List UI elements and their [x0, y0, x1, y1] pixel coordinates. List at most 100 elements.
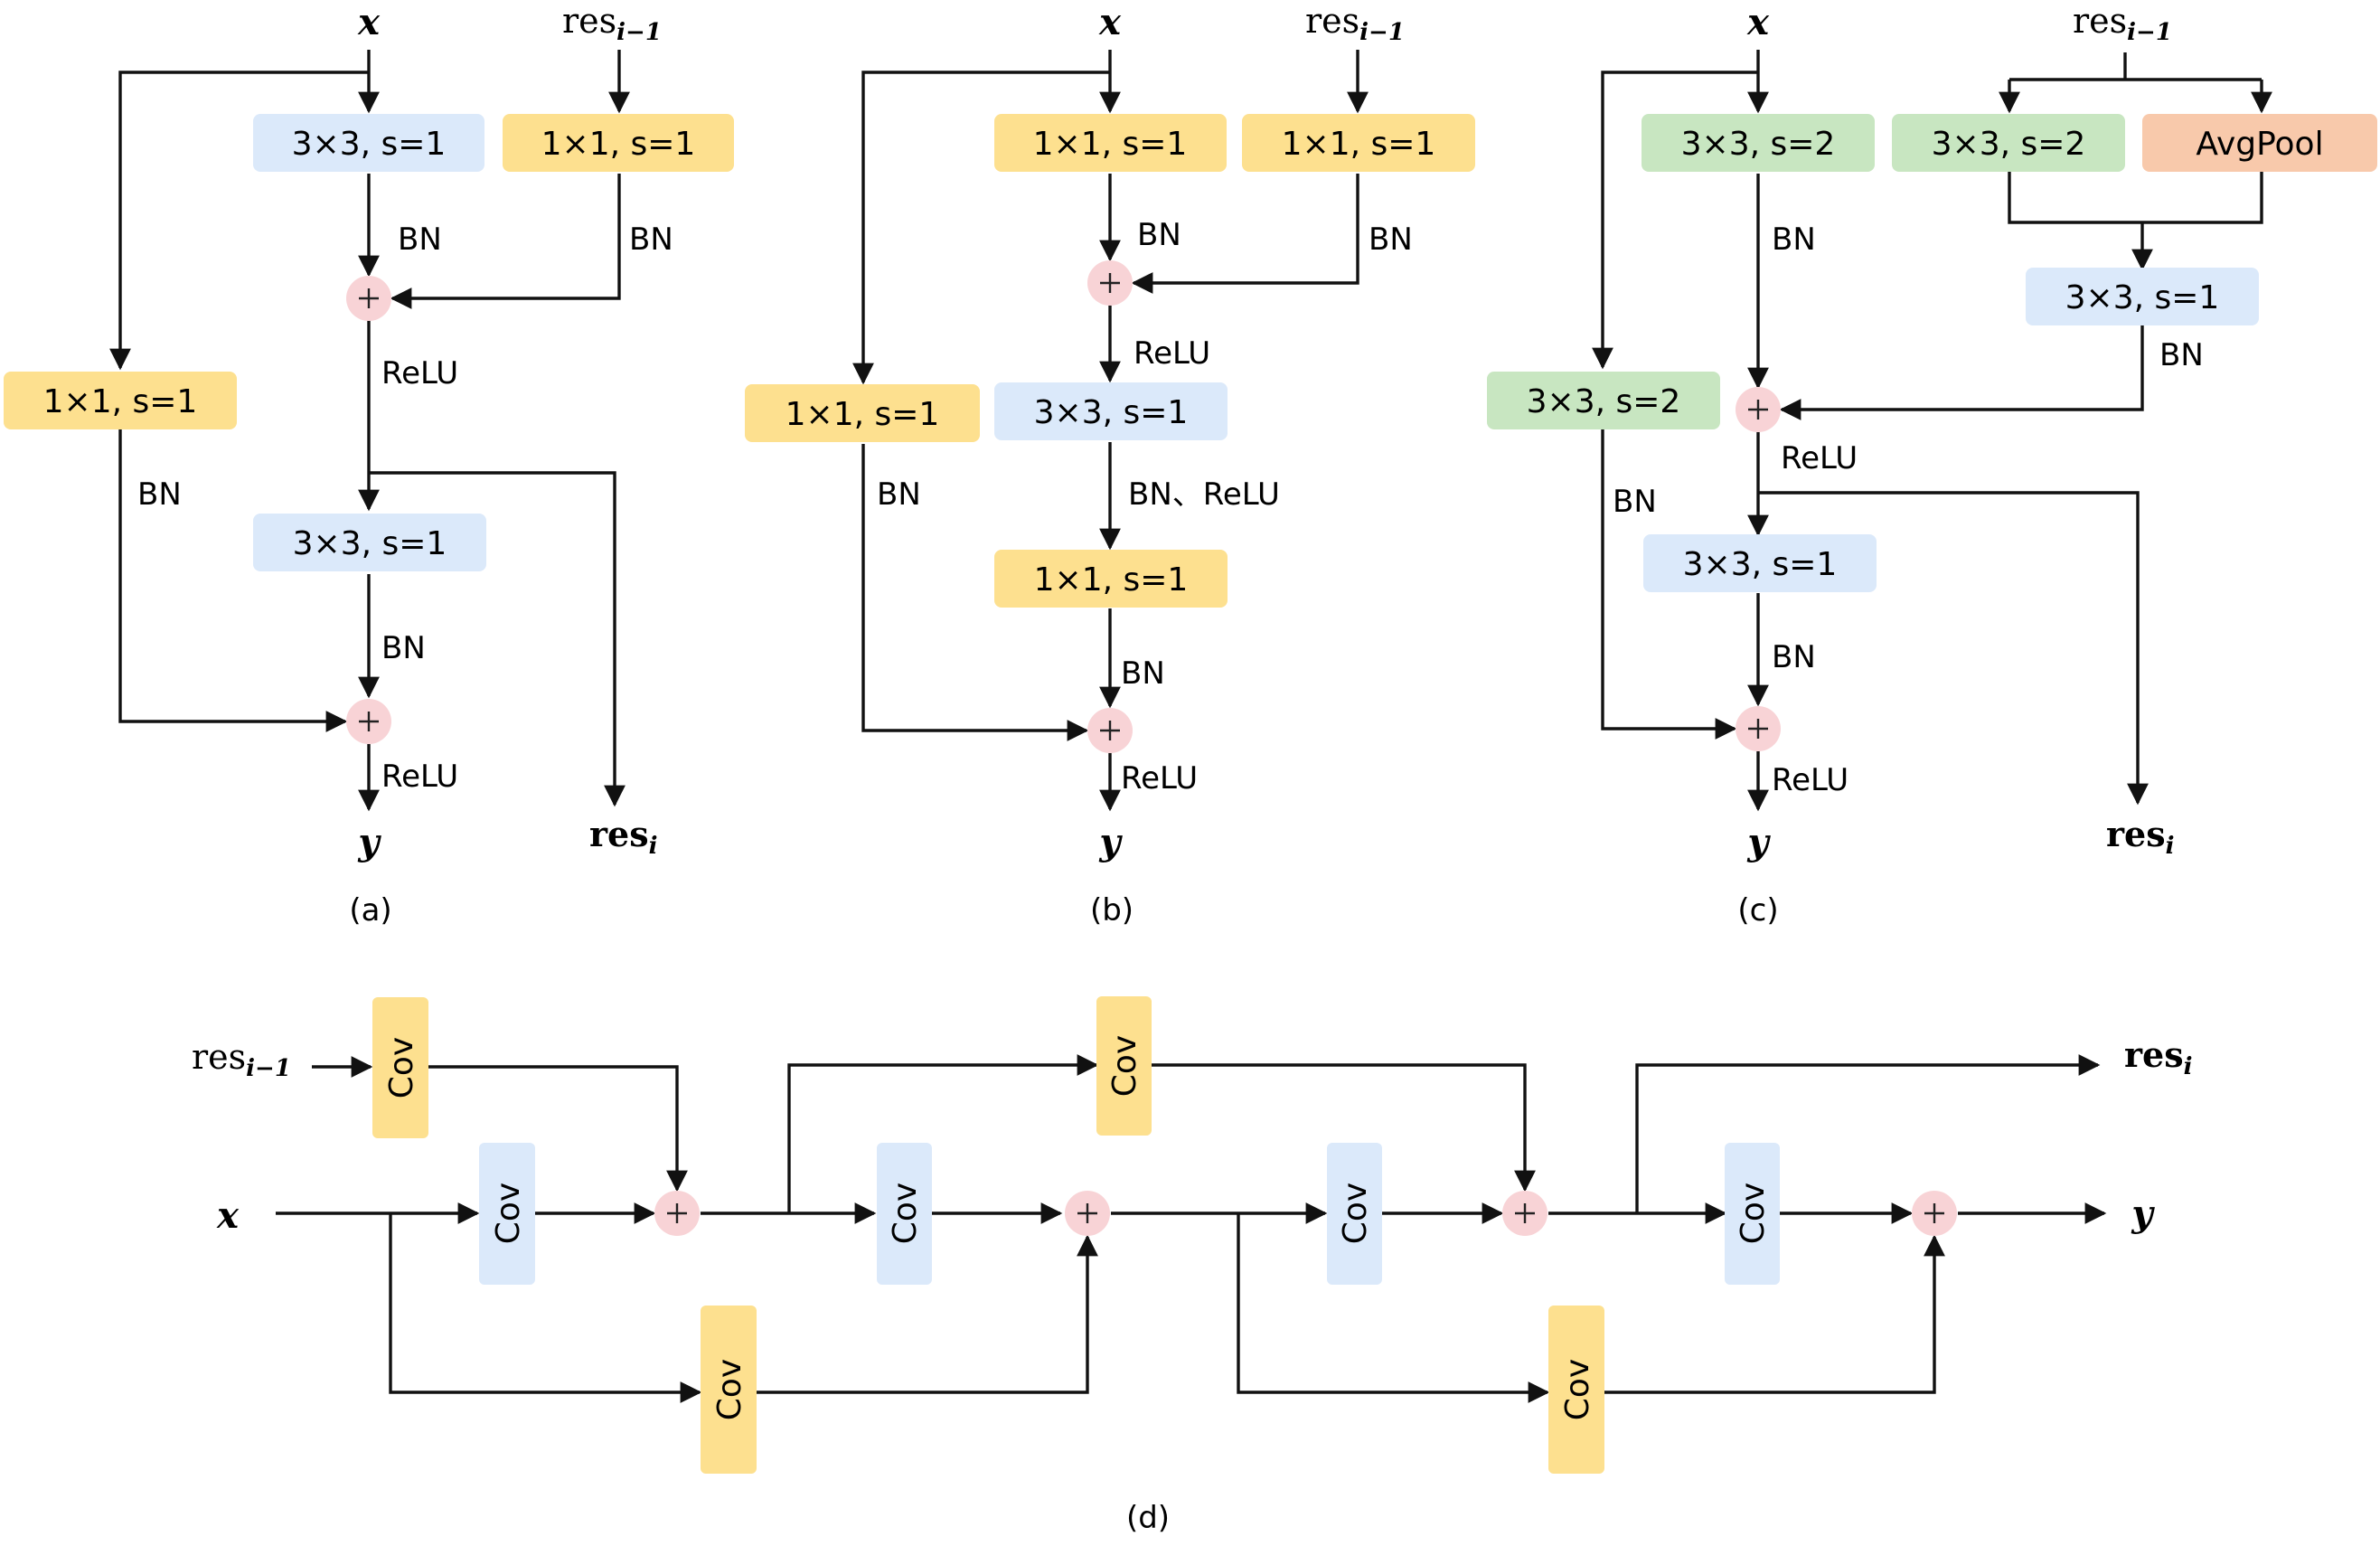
- b-conv1x1-bottom-box: [994, 550, 1228, 608]
- a-conv3x3-bottom-label: 3×3, s=1: [293, 525, 447, 562]
- plus-icon: [1748, 400, 1768, 419]
- a-conv1x1-res-box: [503, 114, 734, 172]
- c-res-prev: resi−1: [2073, 1, 2172, 46]
- a-adder-1: [346, 276, 391, 321]
- b-conv1x1-bottom-label: 1×1, s=1: [1034, 561, 1189, 599]
- plus-icon: [359, 712, 379, 731]
- c-conv3x3s2-res-box: [1892, 114, 2125, 172]
- panel-d: Cov Cov Cov Cov Cov Cov Cov Cov: [192, 996, 2192, 1536]
- a-output-y: y: [357, 821, 381, 863]
- d-cov-shortcut-1: Cov: [701, 1306, 757, 1474]
- b-bn-relu: BN、ReLU: [1128, 476, 1280, 513]
- b-relu-2: ReLU: [1121, 760, 1198, 797]
- plus-icon: [1924, 1203, 1944, 1223]
- d-cov-main-4-box: [1725, 1143, 1780, 1285]
- d-cov-main-4: Cov: [1725, 1143, 1780, 1285]
- d-cov-main-2: Cov: [877, 1143, 932, 1285]
- d-cov-shortcut-2: Cov: [1548, 1306, 1604, 1474]
- d-cov-main-2-box: [877, 1143, 932, 1285]
- b-adder-2: [1087, 708, 1133, 753]
- b-conv3x3-mid-box: [994, 382, 1228, 440]
- b-conv1x1-res-label: 1×1, s=1: [1282, 126, 1436, 163]
- a-conv3x3-bottom-box: [253, 514, 486, 571]
- d-cov-res-1-box: [1096, 996, 1152, 1136]
- a-conv3x3-bottom: 3×3, s=1: [253, 514, 486, 571]
- b-conv1x1-res: 1×1, s=1: [1242, 114, 1475, 172]
- d-cov-main-4-label: Cov: [1735, 1183, 1772, 1244]
- c-bn-shortcut: BN: [1613, 484, 1657, 520]
- caption-a: (a): [349, 892, 391, 929]
- d-cov-res-in: Cov: [372, 997, 428, 1138]
- c-conv3x3s1-main: 3×3, s=1: [1643, 534, 1877, 592]
- c-adder-2: [1736, 706, 1781, 751]
- d-cov-main-1-label: Cov: [490, 1183, 527, 1244]
- a-relu-2: ReLU: [381, 759, 458, 795]
- b-adder-1: [1087, 260, 1133, 306]
- a-res-next: resi: [589, 814, 657, 860]
- plus-icon: [667, 1203, 687, 1223]
- panel-b: 1×1, s=1 1×1, s=1 1×1, s=1 3×3, s=1 1×1,…: [745, 1, 1475, 929]
- d-output-y: y: [2131, 1192, 2155, 1235]
- d-cov-shortcut-1-box: [701, 1306, 757, 1474]
- c-conv3x3s2-shortcut-box: [1487, 372, 1720, 429]
- d-cov-main-2-label: Cov: [887, 1183, 924, 1244]
- c-conv3x3s1-res: 3×3, s=1: [2026, 268, 2259, 325]
- d-cov-main-3: Cov: [1327, 1143, 1382, 1285]
- d-adder-3: [1502, 1191, 1547, 1236]
- d-cov-shortcut-1-label: Cov: [711, 1359, 748, 1420]
- c-res-next: resi: [2106, 814, 2174, 860]
- b-conv1x1-shortcut-label: 1×1, s=1: [785, 396, 940, 433]
- b-conv1x1-top: 1×1, s=1: [994, 114, 1227, 172]
- b-conv3x3-mid-label: 3×3, s=1: [1034, 394, 1189, 431]
- a-res-prev: resi−1: [562, 1, 662, 46]
- a-conv1x1-shortcut: 1×1, s=1: [4, 372, 237, 429]
- plus-icon: [1515, 1203, 1535, 1223]
- d-cov-res-1-label: Cov: [1106, 1035, 1143, 1097]
- a-conv1x1-shortcut-box: [4, 372, 237, 429]
- c-relu-2: ReLU: [1772, 762, 1848, 798]
- b-conv1x1-top-box: [994, 114, 1227, 172]
- plus-icon: [1100, 721, 1120, 740]
- caption-d: (d): [1126, 1500, 1170, 1536]
- c-bn-res: BN: [2159, 337, 2204, 373]
- d-adder-4: [1912, 1191, 1957, 1236]
- a-input-x: x: [357, 1, 381, 43]
- b-relu-1: ReLU: [1134, 335, 1210, 372]
- b-output-y: y: [1098, 821, 1123, 863]
- b-conv1x1-bottom: 1×1, s=1: [994, 550, 1228, 608]
- c-conv3x3s1-main-label: 3×3, s=1: [1683, 546, 1838, 583]
- plus-icon: [359, 288, 379, 308]
- b-conv1x1-top-label: 1×1, s=1: [1033, 126, 1188, 163]
- panel-c: 3×3, s=2 3×3, s=2 AvgPool 3×3, s=1 3×3, …: [1487, 1, 2377, 929]
- d-input-x: x: [216, 1194, 240, 1237]
- c-conv3x3s2-top-box: [1642, 114, 1875, 172]
- c-relu-1: ReLU: [1781, 440, 1858, 476]
- caption-b: (b): [1090, 892, 1134, 929]
- b-conv1x1-shortcut: 1×1, s=1: [745, 384, 980, 442]
- c-conv3x3s2-res: 3×3, s=2: [1892, 114, 2125, 172]
- c-conv3x3s2-top-label: 3×3, s=2: [1681, 126, 1836, 163]
- d-res-next: resi: [2124, 1034, 2192, 1080]
- c-conv3x3s2-shortcut-label: 3×3, s=2: [1527, 383, 1681, 420]
- a-bn-res: BN: [629, 222, 673, 258]
- d-cov-main-1-box: [479, 1143, 535, 1285]
- b-bn-1: BN: [1137, 217, 1181, 253]
- c-conv3x3s2-shortcut: 3×3, s=2: [1487, 372, 1720, 429]
- c-avgpool: AvgPool: [2142, 114, 2377, 172]
- plus-icon: [1077, 1203, 1097, 1223]
- b-conv1x1-shortcut-box: [745, 384, 980, 442]
- c-conv3x3s1-main-box: [1643, 534, 1877, 592]
- c-adder-1: [1736, 387, 1781, 432]
- b-conv1x1-res-box: [1242, 114, 1475, 172]
- d-cov-main-3-box: [1327, 1143, 1382, 1285]
- b-conv3x3-mid: 3×3, s=1: [994, 382, 1228, 440]
- d-cov-res-in-label: Cov: [383, 1037, 420, 1098]
- d-adder-1: [654, 1191, 700, 1236]
- c-bn-1: BN: [1772, 222, 1816, 258]
- b-bn-res: BN: [1369, 222, 1413, 258]
- a-conv1x1-res-label: 1×1, s=1: [541, 126, 696, 163]
- c-conv3x3s2-res-label: 3×3, s=2: [1932, 126, 2086, 163]
- d-cov-main-1: Cov: [479, 1143, 535, 1285]
- a-bn-2: BN: [381, 630, 426, 666]
- d-cov-main-3-label: Cov: [1337, 1183, 1374, 1244]
